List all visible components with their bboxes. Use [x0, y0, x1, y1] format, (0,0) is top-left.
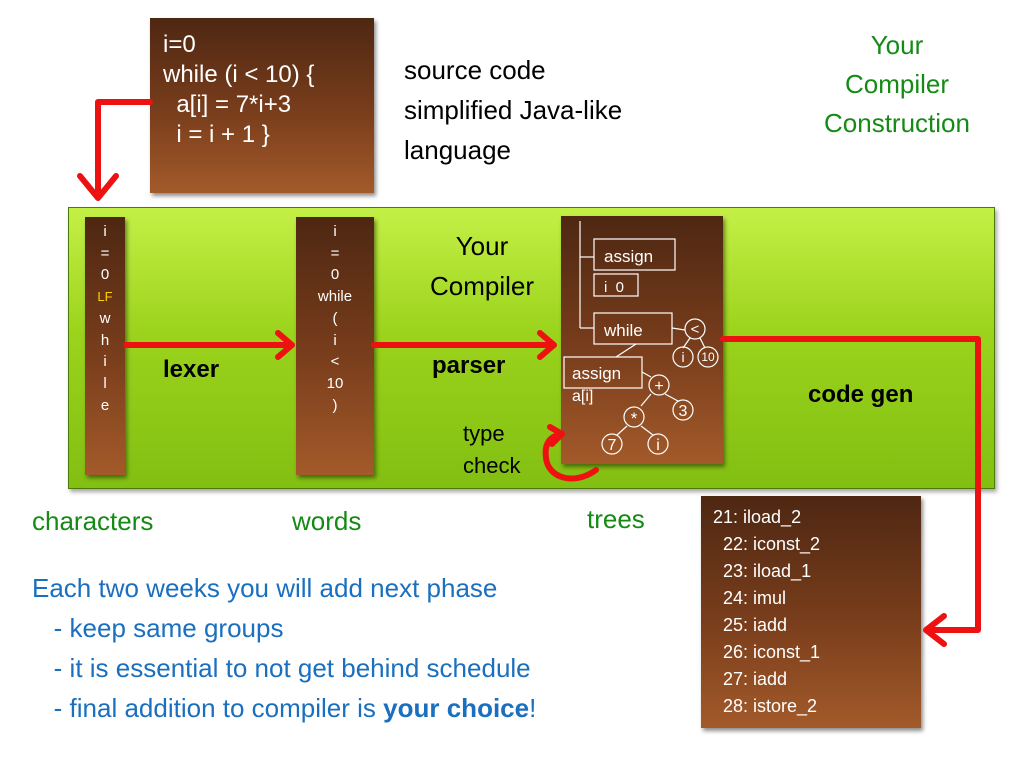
bytecode-line: 24: imul	[713, 588, 787, 608]
tree-plus-right: 3	[679, 403, 688, 420]
slide-title: Your Compiler Construction	[824, 30, 970, 138]
note-line: - it is essential to not get behind sche…	[32, 653, 531, 683]
tree-while: while	[603, 321, 643, 340]
bytecode-line: 25: iadd	[713, 615, 788, 635]
your-choice-emphasis: your choice	[383, 693, 530, 723]
tree-assign-inner-target: a[i]	[572, 388, 593, 405]
source-description: source code simplified Java-like languag…	[404, 55, 623, 165]
type-check-label: type check	[463, 421, 521, 478]
tree-times-left: 7	[608, 437, 617, 454]
note-line: - final addition to compiler is your cho…	[32, 693, 537, 723]
note-line: Each two weeks you will add next phase	[32, 573, 498, 603]
code-gen-label: code gen	[808, 381, 914, 408]
tree-times: *	[631, 409, 638, 428]
tree-lt-right: 10	[701, 350, 715, 364]
words-column: i = 0 while ( i < 10 )	[296, 217, 374, 475]
bytecode-line: 21: iload_2	[713, 507, 802, 527]
tree-assign-top: assign	[604, 247, 653, 266]
bytecode-line: 26: iconst_1	[713, 642, 821, 662]
source-code-box: i=0 while (i < 10) { a[i] = 7*i+3 i = i …	[150, 18, 374, 193]
words-label: words	[292, 506, 362, 536]
syntax-tree-box: assign i 0 while < i 10 assign a[i] + 3 …	[561, 216, 723, 464]
trees-label: trees	[587, 504, 645, 534]
bytecode-line: 28: istore_2	[713, 696, 818, 716]
characters-column: i = 0 LF w h i l e	[85, 217, 125, 475]
line-feed-char: LF	[97, 289, 113, 305]
tree-lt-left: i	[681, 349, 684, 365]
tree-assign-inner: assign	[572, 364, 621, 383]
notes-block: Each two weeks you will add next phase -…	[32, 568, 536, 728]
bytecode-line: 22: iconst_2	[713, 534, 821, 554]
source-line: a[i] = 7*i+3	[163, 91, 292, 118]
syntax-tree: assign i 0 while < i 10 assign a[i] + 3 …	[563, 221, 719, 455]
bytecode-box: 21: iload_2 22: iconst_2 23: iload_1 24:…	[701, 496, 921, 728]
tree-lt: <	[691, 321, 700, 338]
lexer-label: lexer	[163, 356, 220, 383]
tree-plus: +	[654, 378, 663, 395]
tree-times-right: i	[656, 437, 660, 454]
bytecode-line: 23: iload_1	[713, 561, 812, 581]
source-to-lexer-arrow	[95, 99, 153, 193]
source-line: while (i < 10) {	[163, 61, 315, 88]
source-line: i=0	[163, 31, 196, 58]
your-compiler-label: Your Compiler	[429, 231, 535, 301]
note-line: - keep same groups	[32, 613, 284, 643]
characters-label: characters	[32, 506, 154, 536]
tree-assign-top-args: i 0	[604, 279, 624, 296]
parser-label: parser	[432, 352, 506, 379]
bytecode-line: 27: iadd	[713, 669, 788, 689]
source-line: i = i + 1 }	[163, 121, 270, 148]
